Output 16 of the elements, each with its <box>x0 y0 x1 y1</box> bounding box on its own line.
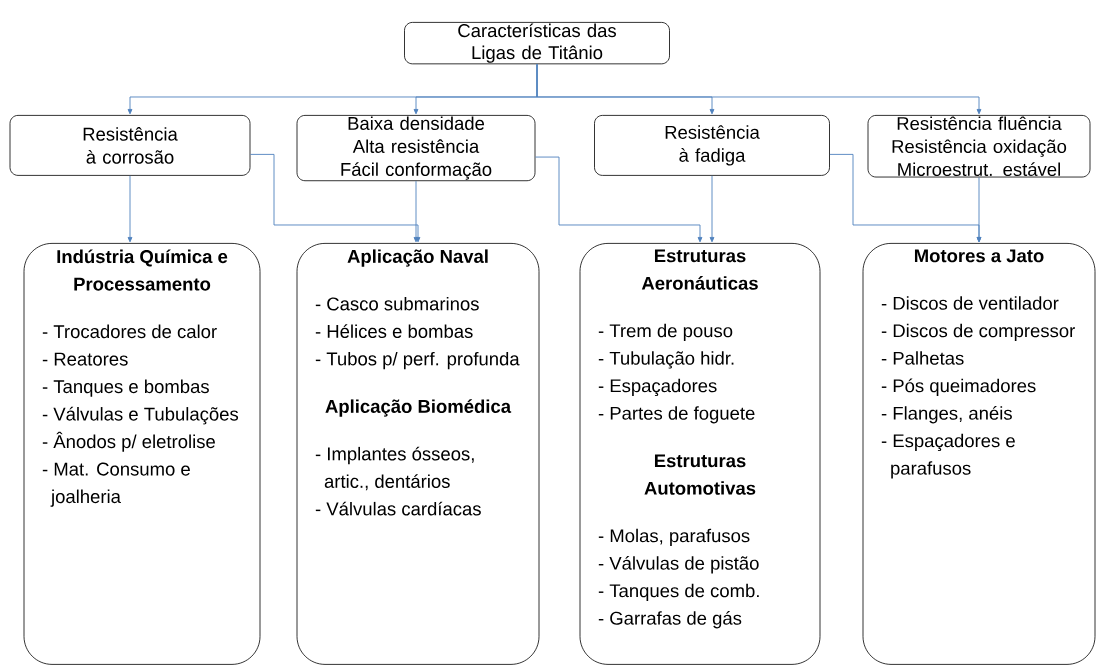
title-box: Características das Ligas de Titânio <box>404 22 670 65</box>
property-box: Resistência à corrosão <box>9 115 251 176</box>
property-box: Resistência fluência Resistência oxidação Microestrut. estável <box>867 115 1091 178</box>
property-box: Resistência à fadiga <box>594 115 830 176</box>
application-box: Indústria Química e Processamento - Trocadores de calor - Reatores - Tanques e bombas - Válvulas e Tubulações - Ânodos p/ eletrolise - Mat. Consumo e joalheria <box>23 243 261 665</box>
property-box: Baixa densidade Alta resistência Fácil conformação <box>296 115 536 182</box>
application-box: Estruturas Aeronáuticas - Trem de pouso - Tubulação hidr. - Espaçadores - Partes de foguete Estruturas Automotivas - Molas, parafusos - Válvulas de pistão - Tanques de comb. - Garrafas de gás <box>579 243 821 665</box>
connector-arrow <box>709 175 715 243</box>
connector-arrow <box>534 156 703 243</box>
connector-arrow <box>536 63 982 115</box>
connector-arrow <box>249 153 421 243</box>
application-box: Motores a Jato - Discos de ventilador - Discos de compressor - Palhetas - Pós queimadores - Flanges, anéis - Espaçadores e parafusos <box>862 243 1096 665</box>
connector-arrow <box>127 175 133 243</box>
application-box: Aplicação Naval - Casco submarinos - Hélices e bombas - Tubos p/ perf. profunda Aplicação Biomédica - Implantes ósseos, artic., dentários - Válvulas cardíacas <box>296 243 540 665</box>
connector-arrow <box>413 180 419 243</box>
connector-arrow <box>976 177 982 243</box>
